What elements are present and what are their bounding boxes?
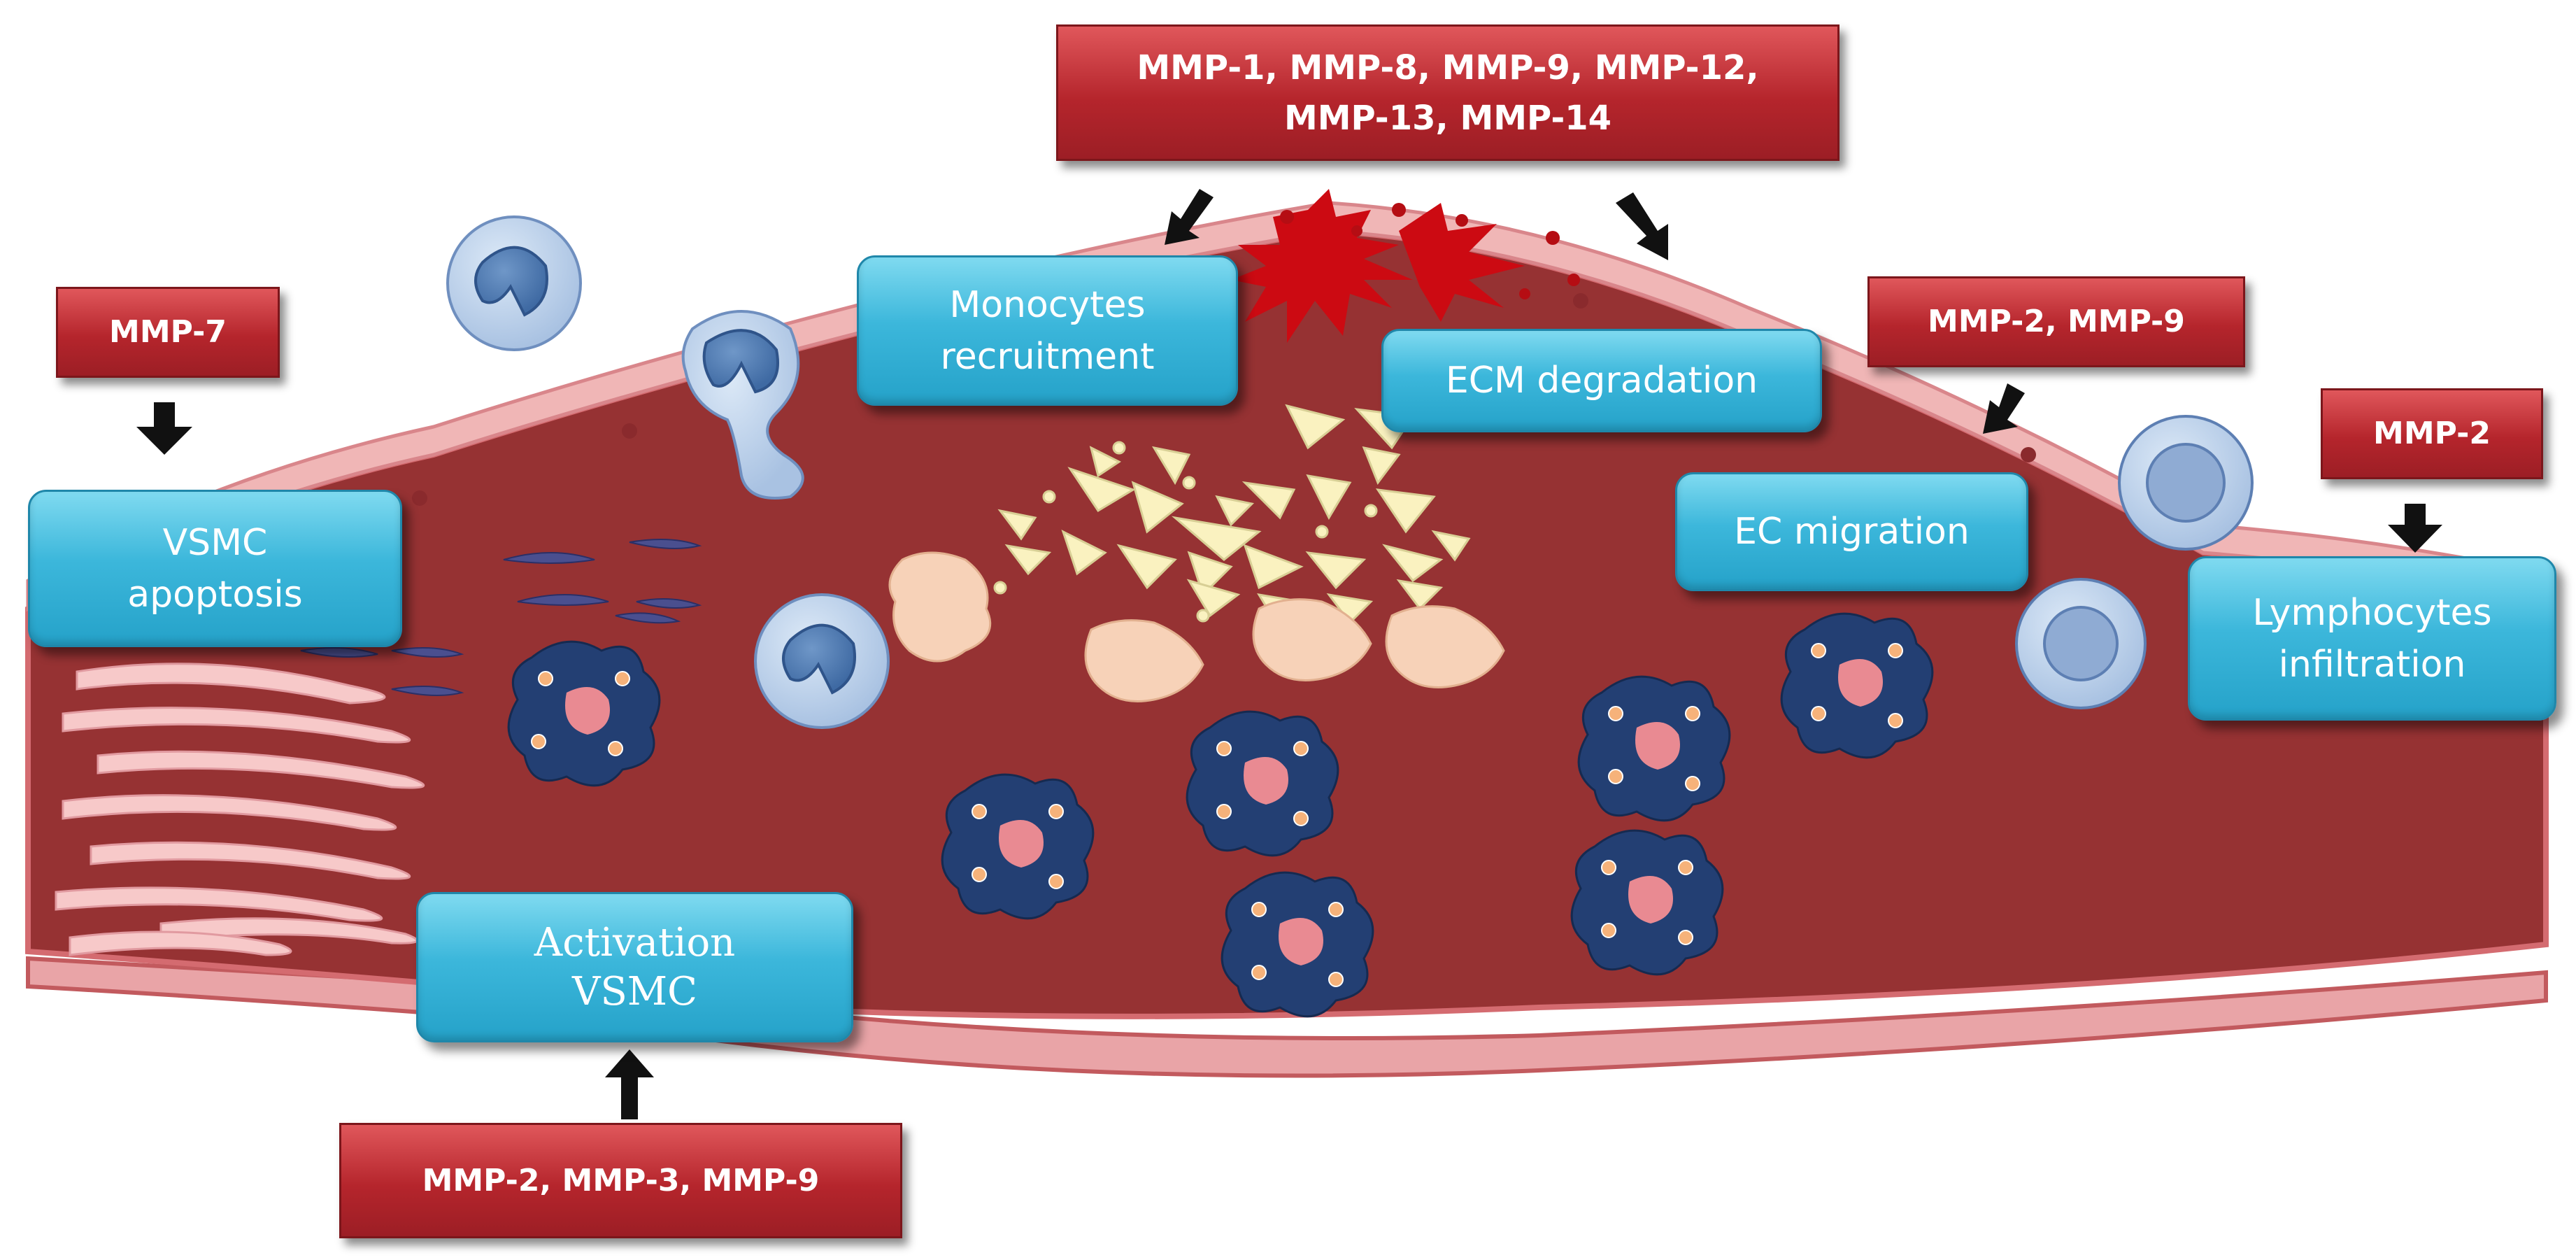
ecm-degradation-text: ECM degradation [1445,360,1758,402]
arrow-mmp2-mmp9 [1983,383,2025,434]
plaque-rupture [1231,189,1413,343]
mmp7-text: MMP-7 [109,314,227,350]
mmp-top-text: MMP-1, MMP-8, MMP-9, MMP-12, MMP-13, MMP… [1137,48,1759,138]
lymphocytes-infiltration-box: Lymphocytes infiltration [2188,556,2556,721]
mmp2-text: MMP-2 [2373,416,2491,451]
activation-vsmc-box: Activation VSMC [416,892,853,1042]
monocytes-recruitment-box: Monocytes recruitment [857,255,1238,406]
arrow-activation [605,1049,654,1119]
mmp-activation-label: MMP-2, MMP-3, MMP-9 [339,1123,902,1238]
monocyte-free [446,215,582,351]
arrows [136,189,2442,1119]
macrophage-granules [531,643,1903,987]
mmp-top-label: MMP-1, MMP-8, MMP-9, MMP-12, MMP-13, MMP… [1056,24,1840,161]
arrow-top-right [1616,192,1668,260]
monocyte-inplaque [754,593,890,729]
ecm-debris [993,404,1471,632]
mmp-activation-text: MMP-2, MMP-3, MMP-9 [422,1162,820,1198]
mmp7-label: MMP-7 [56,287,280,378]
foam-cells [888,551,1505,702]
monocyte-transmigrating [681,310,804,500]
activation-text: Activation [534,919,736,965]
arrow-mmp7 [136,402,192,455]
mmp2-mmp9-text: MMP-2, MMP-9 [1928,304,2185,339]
macrophage-nuclei [565,659,1883,965]
arrow-mmp2 [2388,504,2442,553]
vsmc-text: VSMC [572,968,697,1014]
mmp2-label: MMP-2 [2321,388,2543,479]
vsmc-apoptosis-text: VSMC apoptosis [127,521,303,616]
ec-migration-box: EC migration [1675,472,2028,591]
ec-migration-text: EC migration [1734,511,1970,553]
lymphocytes [2015,415,2254,709]
mmp2-mmp9-label: MMP-2, MMP-9 [1867,276,2245,367]
blood-droplets [1280,203,1580,299]
plaque-rupture-extension [1399,203,1525,322]
smooth-muscle-fibers [55,663,425,956]
monocytes-recruitment-text: Monocytes recruitment [940,283,1155,378]
ecm-degradation-box: ECM degradation [1381,329,1822,432]
vsmc-apoptosis-box: VSMC apoptosis [28,490,402,647]
arrow-top-left [1165,189,1214,245]
lymphocytes-infiltration-text: Lymphocytes infiltration [2252,591,2492,686]
